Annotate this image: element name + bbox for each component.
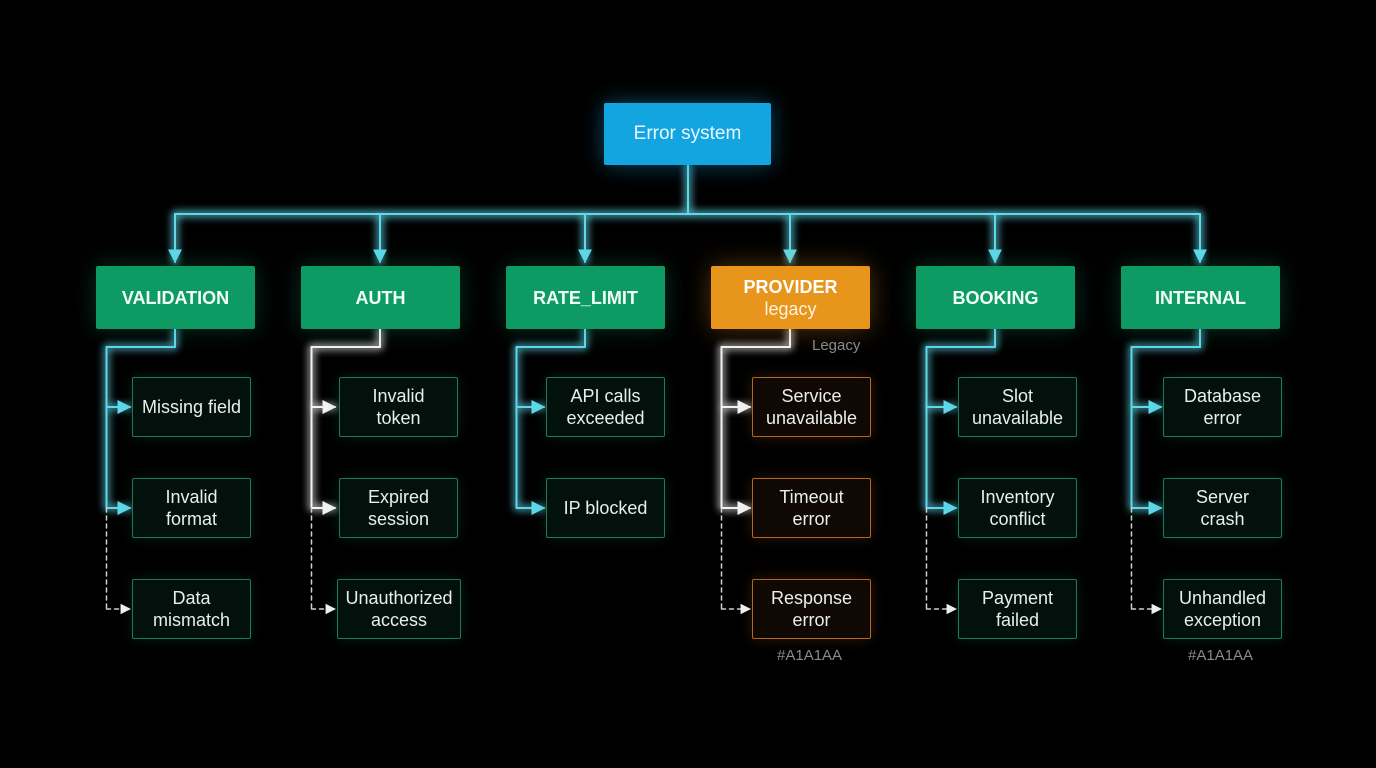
leaf-node-missing-field: Missing field <box>132 377 251 437</box>
root-node-label: Error system <box>633 123 742 144</box>
category-label: VALIDATION <box>121 287 230 308</box>
category-node-booking: BOOKING <box>916 266 1075 329</box>
category-node-internal: INTERNAL <box>1121 266 1280 329</box>
category-node-auth: AUTH <box>301 266 460 329</box>
leaf-node-ip-blocked: IP blocked <box>546 478 665 538</box>
provider-color-footnote: #A1A1AA <box>777 647 843 664</box>
legacy-note: Legacy <box>812 337 861 354</box>
category-label: BOOKING <box>952 287 1039 308</box>
category-label: RATE_LIMIT <box>533 287 638 308</box>
root-node-error-system: Error system <box>604 103 771 165</box>
category-node-validation: VALIDATION <box>96 266 255 329</box>
category-label: PROVIDER <box>743 276 838 297</box>
category-label: AUTH <box>355 287 406 308</box>
category-label: INTERNAL <box>1155 287 1246 308</box>
leaf-label: IP blocked <box>563 498 648 518</box>
category-node-provider: PROVIDER legacy <box>711 266 870 329</box>
category-node-rate-limit: RATE_LIMIT <box>506 266 665 329</box>
leaf-label: Missing field <box>141 397 242 417</box>
internal-color-footnote: #A1A1AA <box>1188 647 1254 664</box>
category-subtitle: legacy <box>764 298 817 319</box>
